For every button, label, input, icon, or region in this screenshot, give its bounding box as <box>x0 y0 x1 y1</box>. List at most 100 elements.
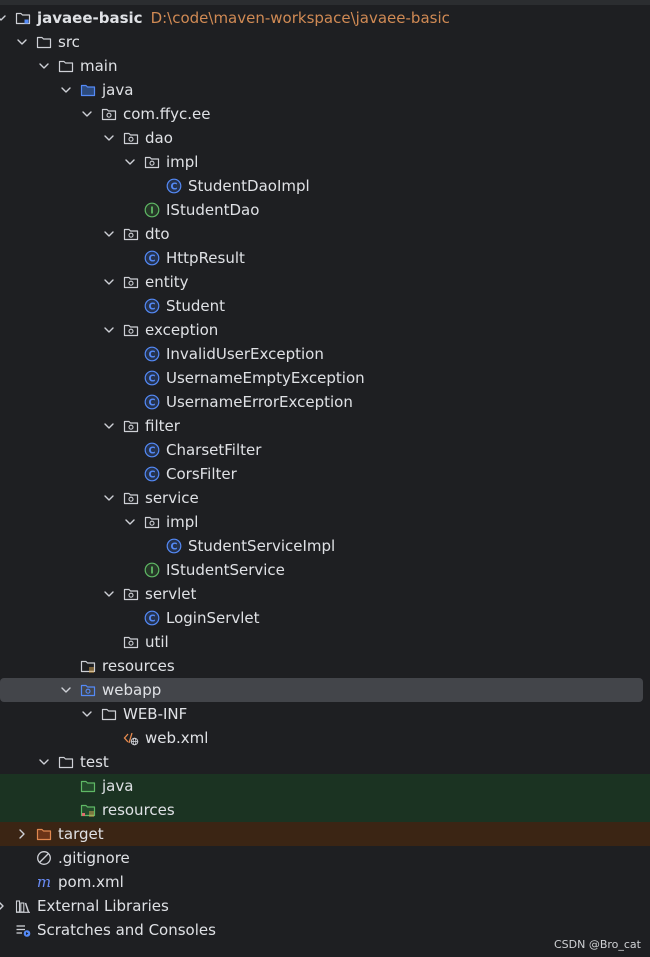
tree-item-label: util <box>145 630 169 654</box>
tree-item-label: pom.xml <box>58 870 124 894</box>
chevron-down-icon[interactable] <box>59 78 73 102</box>
class-icon: C <box>166 538 182 554</box>
chevron-down-icon[interactable] <box>102 414 116 438</box>
tree-row[interactable]: impl <box>0 150 650 174</box>
tree-item-name: StudentServiceImpl <box>188 537 336 555</box>
tree-item-name: webapp <box>102 681 162 699</box>
tree-row[interactable]: util <box>0 630 650 654</box>
chevron-down-icon[interactable] <box>102 486 116 510</box>
tree-row[interactable]: exception <box>0 318 650 342</box>
tree-item-name: test <box>80 753 109 771</box>
chevron-down-icon[interactable] <box>123 510 137 534</box>
tree-row[interactable]: com.ffyc.ee <box>0 102 650 126</box>
excluded-folder-icon <box>36 826 52 842</box>
chevron-down-icon[interactable] <box>80 702 94 726</box>
tree-row[interactable]: resources <box>0 798 650 822</box>
tree-row[interactable]: C UsernameEmptyException <box>0 366 650 390</box>
tree-item-name: exception <box>145 321 219 339</box>
tree-row[interactable]: entity <box>0 270 650 294</box>
tree-row[interactable]: filter <box>0 414 650 438</box>
chevron-right-icon[interactable] <box>0 894 8 918</box>
source-root-icon <box>80 82 96 98</box>
tree-row[interactable]: impl <box>0 510 650 534</box>
chevron-down-icon[interactable] <box>59 678 73 702</box>
chevron-down-icon[interactable] <box>102 126 116 150</box>
tree-row[interactable]: C StudentServiceImpl <box>0 534 650 558</box>
tree-row[interactable]: C HttpResult <box>0 246 650 270</box>
class-icon: C <box>144 370 160 386</box>
tree-item-label: target <box>58 822 104 846</box>
tree-row[interactable]: .gitignore <box>0 846 650 870</box>
tree-row[interactable]: java <box>0 78 650 102</box>
ignored-file-icon <box>36 850 52 866</box>
tree-item-name: entity <box>145 273 189 291</box>
resources-folder-icon <box>80 658 96 674</box>
tree-row[interactable]: web.xml <box>0 726 650 750</box>
chevron-down-icon[interactable] <box>102 222 116 246</box>
tree-item-label: HttpResult <box>166 246 245 270</box>
tree-row[interactable]: dto <box>0 222 650 246</box>
tree-item-name: External Libraries <box>37 897 169 915</box>
package-icon <box>123 490 139 506</box>
class-icon: C <box>144 610 160 626</box>
tree-row[interactable]: C CharsetFilter <box>0 438 650 462</box>
chevron-down-icon[interactable] <box>37 750 51 774</box>
svg-text:C: C <box>149 446 156 457</box>
tree-item-label: filter <box>145 414 180 438</box>
tree-item-name: Scratches and Consoles <box>37 921 216 939</box>
tree-item-name: web.xml <box>145 729 209 747</box>
tree-item-name: UsernameEmptyException <box>166 369 365 387</box>
tree-row[interactable]: target <box>0 822 650 846</box>
tree-row[interactable]: WEB-INF <box>0 702 650 726</box>
chevron-down-icon[interactable] <box>102 318 116 342</box>
tree-row[interactable]: Scratches and Consoles <box>0 918 650 942</box>
chevron-down-icon[interactable] <box>102 270 116 294</box>
tree-item-label: dto <box>145 222 170 246</box>
tree-item-label: CorsFilter <box>166 462 237 486</box>
class-icon: C <box>144 250 160 266</box>
tree-row[interactable]: dao <box>0 126 650 150</box>
chevron-down-icon[interactable] <box>102 582 116 606</box>
chevron-down-icon[interactable] <box>123 150 137 174</box>
tree-row[interactable]: test <box>0 750 650 774</box>
chevron-right-icon[interactable] <box>15 822 29 846</box>
tree-row[interactable]: src <box>0 30 650 54</box>
svg-text:C: C <box>149 254 156 265</box>
tree-row[interactable]: webapp <box>0 678 650 702</box>
tree-item-label: src <box>58 30 80 54</box>
tree-item-name: impl <box>166 513 199 531</box>
tree-row[interactable]: java <box>0 774 650 798</box>
tree-item-label: CharsetFilter <box>166 438 261 462</box>
svg-text:C: C <box>149 374 156 385</box>
tree-row[interactable]: servlet <box>0 582 650 606</box>
chevron-down-icon[interactable] <box>37 54 51 78</box>
tree-item-label: IStudentDao <box>166 198 259 222</box>
chevron-down-icon[interactable] <box>0 6 8 30</box>
tree-row[interactable]: resources <box>0 654 650 678</box>
tree-item-name: com.ffyc.ee <box>123 105 211 123</box>
chevron-down-icon[interactable] <box>80 102 94 126</box>
package-icon <box>101 106 117 122</box>
tree-row[interactable]: service <box>0 486 650 510</box>
tree-row[interactable]: main <box>0 54 650 78</box>
tree-item-label: StudentServiceImpl <box>188 534 335 558</box>
tree-item-name: CorsFilter <box>166 465 237 483</box>
row-highlight <box>0 798 650 822</box>
tree-item-label: UsernameErrorException <box>166 390 353 414</box>
package-icon <box>123 634 139 650</box>
chevron-down-icon[interactable] <box>15 30 29 54</box>
tree-item-name: dao <box>145 129 173 147</box>
tree-item-name: filter <box>145 417 180 435</box>
tree-row[interactable]: External Libraries <box>0 894 650 918</box>
tree-item-label: StudentDaoImpl <box>188 174 310 198</box>
